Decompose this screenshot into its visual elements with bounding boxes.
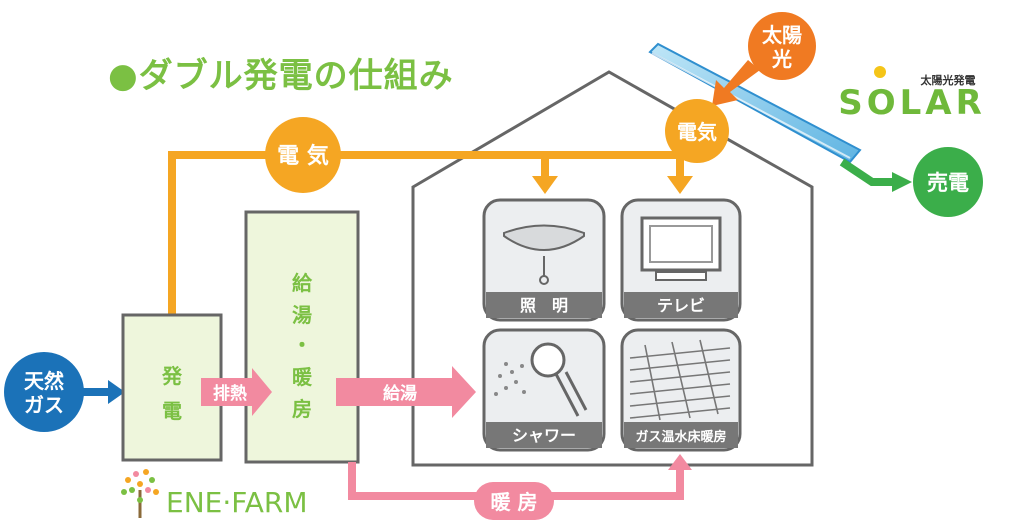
heating-badge: [474, 482, 554, 520]
baiden-circle: [913, 147, 983, 217]
sun-label-1: 太陽: [762, 23, 802, 47]
page-title: ●ダブル発電の仕組み: [108, 56, 454, 96]
hot-water-unit: [244, 210, 360, 464]
enefarm-logo: ENE·FARM: [121, 469, 308, 519]
appliance-lighting: [482, 198, 606, 322]
appliance-floor-heating: [620, 328, 742, 452]
hot-water-arrow: [336, 366, 476, 418]
generator-label-1: 発: [161, 364, 183, 388]
exhaust-heat-arrow: [201, 368, 272, 416]
enefarm-logo-text: ENE·FARM: [166, 486, 308, 519]
solar-logo: 太陽光発電 SOLAR: [838, 66, 986, 123]
denki-main-label: 電 気: [277, 143, 329, 169]
tv-icon: [640, 216, 722, 281]
tv-label: テレビ: [657, 296, 705, 315]
hot-water-label-5: 房: [292, 397, 312, 421]
bulb-icon: [874, 66, 886, 78]
shower-icon: [530, 342, 588, 417]
ceiling-light-icon: [503, 224, 585, 285]
sell-arrow: [839, 158, 912, 192]
hot-water-label-1: 給: [292, 271, 313, 295]
denki-panel-circle: [665, 99, 729, 163]
denki-panel-label: 電気: [677, 120, 717, 144]
appliance-shower: [482, 328, 606, 452]
appliance-tv: [620, 198, 742, 322]
heating-badge-label: 暖 房: [491, 490, 538, 514]
hot-water-label-3: ・: [292, 333, 312, 357]
exhaust-heat-label: 排熱: [213, 383, 247, 404]
solar-logo-main: SOLAR: [838, 83, 986, 123]
house-outline: [411, 70, 814, 467]
gas-label-1: 天然: [24, 369, 64, 393]
floor-tiles-icon: [629, 339, 731, 421]
arrow-to-tv: [667, 176, 693, 194]
generator-label-2: 電: [162, 399, 182, 423]
tree-icon: [121, 469, 159, 518]
baiden-label: 売電: [927, 171, 969, 195]
gas-circle: [4, 352, 84, 432]
denki-main-circle: [265, 117, 341, 193]
hot-water-supply-label: 給湯: [383, 383, 417, 404]
sun-circle: [748, 12, 816, 80]
hot-water-label-2: 湯: [292, 303, 312, 327]
water-drops-icon: [494, 362, 526, 396]
solar-panel: [648, 42, 862, 164]
sun-arrow: [712, 60, 760, 106]
shower-label: シャワー: [512, 426, 576, 445]
solar-logo-sub: 太陽光発電: [920, 73, 976, 87]
hot-water-label-4: 暖: [292, 365, 313, 389]
sun-label-2: 光: [771, 47, 792, 71]
gas-label-2: ガス: [24, 393, 64, 417]
arrow-to-lighting: [532, 176, 558, 194]
gas-arrow: [80, 380, 125, 404]
floor-heating-label: ガス温水床暖房: [635, 429, 726, 445]
lighting-label: 照 明: [520, 296, 568, 315]
